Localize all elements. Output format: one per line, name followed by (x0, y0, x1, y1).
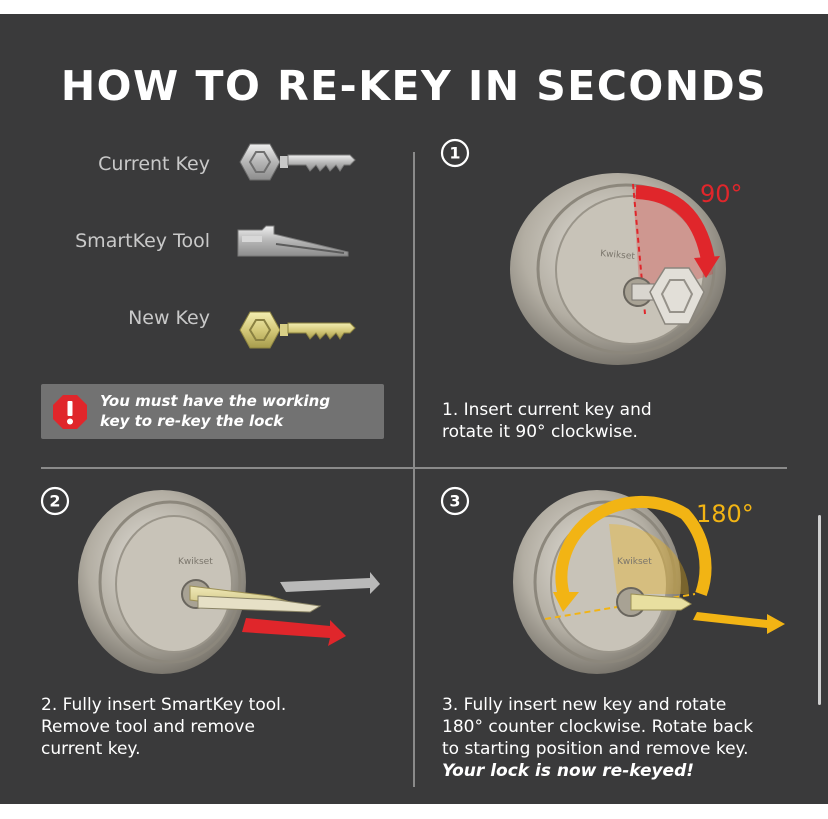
step-2-line3: current key. (41, 739, 141, 759)
svg-text:Kwikset: Kwikset (617, 557, 652, 567)
step-3-line1: 3. Fully insert new key and rotate (442, 695, 727, 715)
step-3-line3: to starting position and remove key. (442, 739, 749, 759)
step-1-angle-label: 90° (700, 180, 743, 208)
exclamation-octagon-icon (53, 395, 87, 429)
smartkey-tool-icon (237, 225, 349, 257)
current-key-icon (239, 143, 356, 181)
step-3-line2: 180° counter clockwise. Rotate back (442, 717, 754, 737)
step-3-final-note: Your lock is now re-keyed! (442, 761, 695, 781)
step-1-line1: 1. Insert current key and (442, 400, 652, 420)
legend-new-key-label: New Key (128, 307, 210, 329)
scrollbar-thumb[interactable] (818, 515, 821, 705)
step-2-number-badge: 2 (40, 486, 70, 516)
step-2-number: 2 (49, 492, 60, 511)
step-1-number: 1 (449, 144, 460, 163)
warning-text: You must have the working key to re-key … (100, 391, 380, 431)
step-3-deadbolt-illustration: Kwikset (513, 490, 785, 674)
warning-banner: You must have the working key to re-key … (41, 384, 384, 439)
step-1-description: 1. Insert current key and rotate it 90° … (442, 399, 652, 443)
instruction-panel: HOW TO RE-KEY IN SECONDS Current Key Sma… (0, 14, 828, 804)
step-2-deadbolt-illustration: Kwikset (78, 490, 380, 674)
step-2-description: 2. Fully insert SmartKey tool. Remove to… (41, 694, 286, 760)
step-1-number-badge: 1 (440, 138, 470, 168)
step-3-number: 3 (449, 492, 460, 511)
legend-smartkey-tool-label: SmartKey Tool (75, 230, 210, 252)
warning-text-line1: You must have the working (100, 392, 331, 410)
step-1-line2: rotate it 90° clockwise. (442, 422, 638, 442)
step-2-line2: Remove tool and remove (41, 717, 255, 737)
svg-text:Kwikset: Kwikset (178, 557, 213, 567)
page-title: HOW TO RE-KEY IN SECONDS (60, 62, 768, 110)
step-3-description: 3. Fully insert new key and rotate 180° … (442, 694, 753, 782)
vertical-divider (413, 152, 415, 787)
svg-text:Kwikset: Kwikset (600, 249, 636, 262)
step-2-line1: 2. Fully insert SmartKey tool. (41, 695, 287, 715)
step-3-angle-label: 180° (696, 500, 754, 528)
horizontal-divider (41, 467, 787, 469)
step-3-number-badge: 3 (440, 486, 470, 516)
legend-current-key-label: Current Key (98, 153, 210, 175)
step-1-deadbolt-illustration: Kwikset (510, 173, 726, 365)
warning-text-line2: key to re-key the lock (100, 412, 284, 430)
new-key-icon (239, 311, 356, 349)
